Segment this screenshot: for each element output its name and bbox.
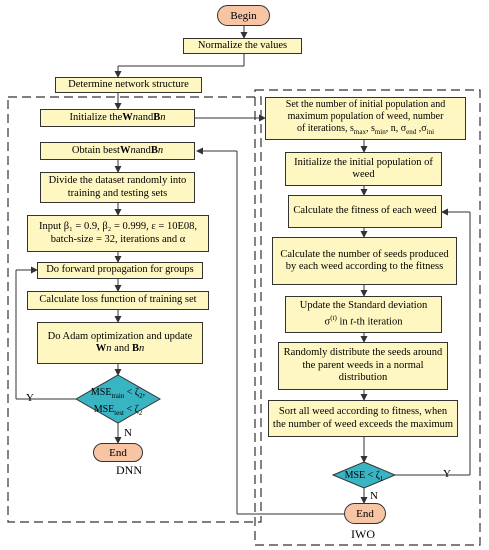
iwo-set-line-2: maximum population of weed, number	[287, 111, 444, 122]
iwo-set-line-3: of iterations, smax, smin, n, σend ,σini	[296, 123, 435, 136]
dnn-adam-line-2: Wn and Bn	[95, 343, 145, 354]
iwo-init-pop-box: Initialize the initial population of wee…	[285, 152, 442, 186]
dnn-group-label: DNN	[116, 463, 142, 477]
iwo-decision	[331, 461, 397, 489]
dnn-forward-box: Do forward propagation for groups	[37, 262, 203, 279]
iwo-set-line-1: Set the number of initial population and	[285, 99, 446, 110]
iwo-distribute-box: Randomly distribute the seeds around the…	[278, 342, 448, 390]
dnn-input-line-2: batch-size = 32, iterations and α	[50, 233, 186, 245]
iwo-std-line-2: σ(t) in t-th iteration	[324, 314, 403, 328]
dnn-decision	[74, 374, 162, 424]
dnn-yes-label: Y	[26, 392, 34, 404]
dnn-no-label: N	[124, 427, 132, 439]
dnn-divide-box: Divide the dataset randomly into trainin…	[40, 172, 195, 203]
dnn-end-terminal: End	[93, 443, 143, 462]
begin-terminal: Begin	[217, 5, 270, 26]
iwo-no-label: N	[370, 490, 378, 502]
iwo-yes-label: Y	[443, 468, 451, 480]
iwo-sort-box: Sort all weed according to fitness, when…	[268, 400, 458, 437]
iwo-std-box: Update the Standard deviation σ(t) in t-…	[285, 296, 442, 333]
dnn-adam-line-1: Do Adam optimization and update	[47, 330, 193, 342]
dnn-group-frame	[7, 96, 262, 523]
iwo-std-line-1: Update the Standard deviation	[299, 299, 428, 311]
normalize-box: Normalize the values	[183, 38, 302, 54]
dnn-adam-box: Do Adam optimization and update Wn and B…	[37, 322, 203, 364]
iwo-set-box: Set the number of initial population and…	[265, 97, 466, 140]
iwo-group-label: IWO	[351, 527, 375, 541]
dnn-input-box: Input β₁ = 0.9, β₂ = 0.999, ε = 10E08, b…	[27, 215, 209, 252]
determine-structure-box: Determine network structure	[55, 77, 202, 93]
dnn-loss-box: Calculate loss function of training set	[27, 291, 209, 310]
iwo-condition-text: MSE < ζ1	[344, 470, 384, 483]
dnn-input-line-1: Input β₁ = 0.9, β₂ = 0.999, ε = 10E08,	[38, 221, 197, 232]
iwo-end-terminal: End	[344, 503, 386, 524]
iwo-seeds-box: Calculate the number of seeds produced b…	[272, 237, 457, 285]
dnn-condition-text: MSEtrain < ζ2, MSEtest < ζ2	[90, 387, 146, 417]
iwo-group-frame	[254, 89, 481, 546]
iwo-fitness-box: Calculate the fitness of each weed	[288, 195, 442, 228]
